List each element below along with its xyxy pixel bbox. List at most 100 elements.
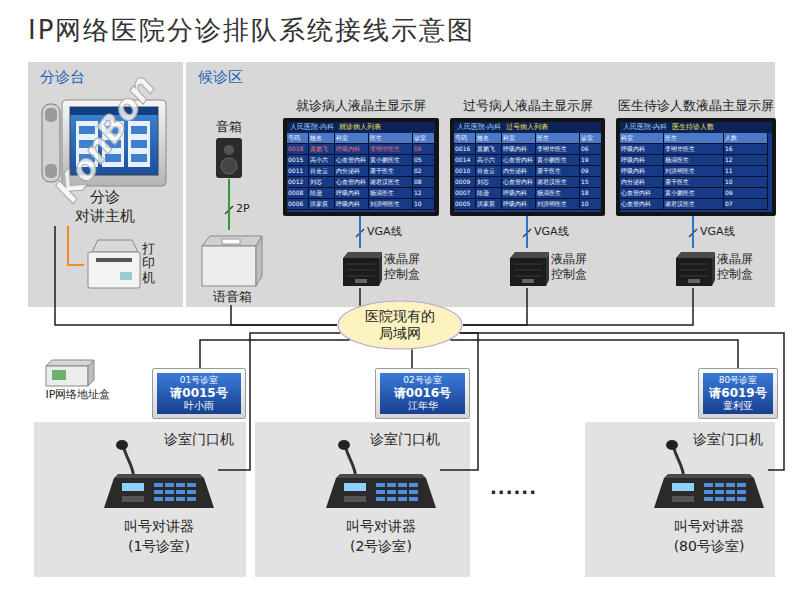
table-cell: 心血管内科 [502, 155, 536, 166]
table-cell: 内分泌科 [620, 177, 664, 188]
table-cell: 黄鹏飞 [309, 144, 335, 155]
table-cell: 11 [724, 166, 768, 177]
intercom-picture [654, 440, 764, 508]
door-display-text: 请6019号 [705, 386, 771, 400]
door-screen: 01号诊室请0015号叶小雨 [157, 373, 241, 414]
device-label: IP网络地址盒 [36, 388, 120, 402]
table-cell: 谢君汉医生 [536, 177, 580, 188]
table-cell: 呼吸内科 [335, 199, 369, 210]
door-display-text: 叶小雨 [159, 400, 239, 412]
zone-title: 诊室门口机 [34, 430, 234, 448]
table-cell: 谢君汉医生 [664, 199, 724, 210]
device-label: (80号诊室) [650, 536, 768, 556]
door-terminal: 01号诊室请0015号叶小雨 [152, 368, 246, 419]
screen-table: 号码姓名科室医生诊室0018黄鹏飞呼吸内科李明华医生060015高小六心血管内科… [287, 133, 435, 210]
table-cell: 心血管内科 [502, 177, 536, 188]
table-cell: 呼吸内科 [502, 199, 536, 210]
zone-title: 诊室门口机 [255, 430, 440, 448]
table-cell: 黄小鹏医生 [369, 155, 413, 166]
connector [218, 333, 340, 470]
device-label: 打印机 [142, 242, 155, 285]
device-label: 语音箱 [198, 288, 266, 305]
cable-label: VGA线 [700, 225, 735, 239]
cable-label: VGA线 [367, 225, 402, 239]
table-cell: 05 [413, 155, 435, 166]
table-cell: 内分泌科 [335, 166, 369, 177]
table-cell: 内分泌科 [502, 166, 536, 177]
watermark: KonBon [47, 67, 163, 209]
table-cell: 唐千医生 [369, 166, 413, 177]
monitor-screen: 人民医院-内科过号病人列表号码姓名科室医生诊室0016黄鹏飞呼吸内科李明华医生0… [454, 122, 601, 212]
title-holder: IP网络医院分诊排队系统接线示意图 [28, 14, 475, 46]
table-cell: 心血管内科 [335, 177, 369, 188]
table-cell: 李明华医生 [536, 144, 580, 155]
table-cell: 0012 [287, 177, 309, 188]
connector [231, 305, 337, 325]
device-label: 音箱 [204, 118, 254, 135]
screen-header-bar: 人民医院-内科过号病人列表 [454, 122, 601, 133]
table-cell: 心血管内科 [620, 199, 664, 210]
controller-picture [343, 252, 382, 286]
table-cell: 心血管内科 [335, 155, 369, 166]
monitor-bezel: 人民医院-内科医生待诊人数科室医生人数呼吸内科李明华医生16呼吸内科杨清医生12… [616, 118, 776, 216]
connector [463, 288, 527, 325]
table-cell: 陆逊 [309, 188, 335, 199]
table-cell: 高小六 [476, 155, 502, 166]
table-cell: 呼吸内科 [335, 144, 369, 155]
table-cell: 陆逊 [476, 188, 502, 199]
ip-box-picture [46, 360, 94, 386]
monitor-screen: 人民医院-内科就诊病人列表号码姓名科室医生诊室0018黄鹏飞呼吸内科李明华医生0… [287, 122, 435, 212]
door-terminal: 02号诊室请0016号江年华 [375, 368, 470, 419]
table-header-cell: 人数 [724, 133, 768, 144]
table-cell: 谢君汉医生 [369, 177, 413, 188]
table-cell: 刘洪明医生 [536, 199, 580, 210]
connector [359, 288, 361, 306]
edge-label-holder: 2P [236, 202, 250, 216]
connector [68, 226, 84, 265]
lan-ellipse: 医院现有的 局域网 [337, 300, 463, 350]
table-cell: 09 [724, 188, 768, 199]
table-header-cell: 姓名 [309, 133, 335, 144]
table-cell: 杨清医生 [664, 155, 724, 166]
table-cell: 洪家辰 [476, 199, 502, 210]
connector [55, 226, 337, 325]
screen-title: 医生待诊人数液晶主显示屏 [616, 98, 776, 114]
table-header-cell: 诊室 [413, 133, 435, 144]
table-cell: 0016 [454, 144, 476, 155]
table-cell: 洪家辰 [309, 199, 335, 210]
table-cell: 呼吸内科 [502, 144, 536, 155]
table-cell: 08 [413, 177, 435, 188]
table-header-cell: 医生 [369, 133, 413, 144]
monitor-screen: 人民医院-内科医生待诊人数科室医生人数呼吸内科李明华医生16呼吸内科杨清医生12… [620, 122, 772, 212]
screen-list-name: 过号病人列表 [506, 122, 548, 133]
device-label: 叫号对讲器 [650, 516, 768, 536]
door-terminal: 80号诊室请6019号童利亚 [698, 368, 778, 419]
door-display-text: 请0016号 [382, 386, 463, 400]
door-screen: 02号诊室请0016号江年华 [380, 373, 465, 414]
table-cell: 10 [413, 199, 435, 210]
controller-picture [510, 252, 549, 286]
table-header-cell: 科室 [335, 133, 369, 144]
label-holder: ...... [490, 478, 537, 498]
device-label: 液晶屏 控制盒 [551, 252, 587, 282]
lcd-monitor: 医生待诊人数液晶主显示屏人民医院-内科医生待诊人数科室医生人数呼吸内科李明华医生… [616, 98, 776, 216]
table-cell: 杨清医生 [536, 188, 580, 199]
lan-label: 医院现有的 局域网 [365, 308, 435, 342]
table-cell: 李明华医生 [664, 144, 724, 155]
screen-header: 人民医院-内科 [290, 122, 334, 133]
label-holder: KonBon [32, 118, 178, 158]
screen-header-bar: 人民医院-内科医生待诊人数 [620, 122, 772, 133]
table-cell: 0009 [454, 177, 476, 188]
table-cell: 12 [413, 188, 435, 199]
table-cell: 0007 [454, 188, 476, 199]
screen-table: 科室医生人数呼吸内科李明华医生16呼吸内科杨清医生12呼吸内科刘洪明医生11内分… [620, 133, 772, 210]
table-cell: 肖金云 [476, 166, 502, 177]
edge-label-holder: VGA线 [367, 225, 402, 239]
controller-picture [676, 252, 715, 286]
intercom-picture [326, 440, 436, 508]
screen-header-bar: 人民医院-内科就诊病人列表 [287, 122, 435, 133]
intercom-picture [104, 440, 214, 508]
table-cell: 高小六 [309, 155, 335, 166]
table-cell: 0006 [287, 199, 309, 210]
